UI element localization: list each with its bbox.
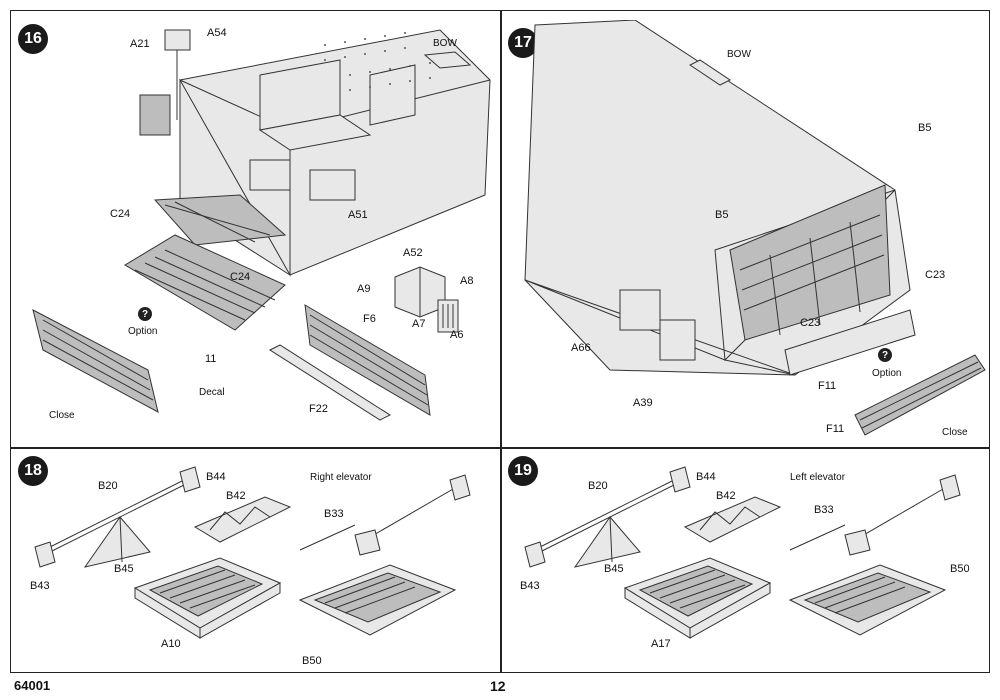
label-B20: B20 bbox=[98, 480, 118, 492]
step-18-tray-part bbox=[133, 557, 282, 639]
label-C24-right: C24 bbox=[230, 271, 251, 283]
label-B45: B45 bbox=[114, 563, 134, 575]
label-A39: A39 bbox=[633, 397, 653, 409]
label-A52: A52 bbox=[403, 247, 423, 259]
label-A10: A10 bbox=[161, 638, 181, 650]
label-B50: B50 bbox=[302, 655, 322, 667]
step-16-hull-drawing bbox=[139, 29, 491, 277]
label-A54: A54 bbox=[207, 27, 227, 39]
label-B20-19: B20 bbox=[588, 480, 608, 492]
label-A66: A66 bbox=[571, 342, 591, 354]
label-A9: A9 bbox=[357, 283, 371, 295]
close-label-16: Close bbox=[49, 410, 75, 421]
close-label-17: Close bbox=[942, 427, 968, 438]
label-A7: A7 bbox=[412, 318, 426, 330]
label-A51: A51 bbox=[348, 209, 368, 221]
step-17-option-panel bbox=[854, 354, 986, 436]
label-C23-right: C23 bbox=[925, 269, 946, 281]
label-A21: A21 bbox=[130, 38, 150, 50]
step-19-tray-part bbox=[623, 557, 772, 639]
step-19-deck-part bbox=[683, 496, 782, 543]
label-F6: F6 bbox=[363, 313, 376, 325]
label-F11-mid: F11 bbox=[818, 380, 837, 392]
bow-label-17: BOW bbox=[727, 49, 751, 60]
step-18-deck-part bbox=[193, 496, 292, 543]
label-F11-bottom: F11 bbox=[826, 423, 845, 435]
option-marker-16: ? bbox=[138, 307, 152, 321]
label-B42: B42 bbox=[226, 490, 246, 502]
step-19-frame-parts bbox=[524, 466, 691, 568]
label-B45-19: B45 bbox=[604, 563, 624, 575]
step-19-assembled bbox=[788, 474, 961, 636]
label-B5-mid: B5 bbox=[715, 209, 729, 221]
step-16-side-panel bbox=[268, 304, 431, 421]
step-16-elevator-grid bbox=[124, 234, 286, 331]
label-C24-left: C24 bbox=[110, 208, 131, 220]
label-B5-top: B5 bbox=[918, 122, 932, 134]
label-part-11: 11 bbox=[205, 353, 217, 365]
label-B42-19: B42 bbox=[716, 490, 736, 502]
option-label-17: Option bbox=[872, 368, 902, 379]
page-number: 12 bbox=[490, 678, 506, 694]
label-B33-19: B33 bbox=[814, 504, 834, 516]
label-B44: B44 bbox=[206, 471, 226, 483]
step-18-assembled bbox=[298, 474, 471, 636]
label-A17: A17 bbox=[651, 638, 671, 650]
step-18-frame-parts bbox=[34, 466, 201, 568]
label-F22: F22 bbox=[309, 403, 328, 415]
step-17-hull-drawing bbox=[524, 20, 916, 376]
kit-number: 64001 bbox=[14, 678, 51, 693]
divider-vertical-bottom bbox=[500, 447, 502, 673]
divider-vertical-top bbox=[500, 10, 502, 448]
step-18-badge: 18 bbox=[18, 456, 48, 486]
step-17-badge: 17 bbox=[508, 28, 538, 58]
step-16-box-part bbox=[394, 266, 459, 333]
bow-label-16: BOW bbox=[433, 38, 457, 49]
step-19-badge: 19 bbox=[508, 456, 538, 486]
label-A6: A6 bbox=[450, 329, 464, 341]
step-16-badge: 16 bbox=[18, 24, 48, 54]
decal-label: Decal bbox=[199, 387, 225, 398]
label-B44-19: B44 bbox=[696, 471, 716, 483]
label-C23-mid: C23 bbox=[800, 317, 821, 329]
label-B33: B33 bbox=[324, 508, 344, 520]
label-B50-19: B50 bbox=[950, 563, 970, 575]
step-19-title: Left elevator bbox=[790, 472, 846, 483]
label-B43-19: B43 bbox=[520, 580, 540, 592]
step-16-option-panel bbox=[32, 309, 159, 413]
label-B43: B43 bbox=[30, 580, 50, 592]
option-marker-17: ? bbox=[878, 348, 892, 362]
step-18-title: Right elevator bbox=[310, 472, 372, 483]
option-label-16: Option bbox=[128, 326, 158, 337]
label-A8: A8 bbox=[460, 275, 474, 287]
